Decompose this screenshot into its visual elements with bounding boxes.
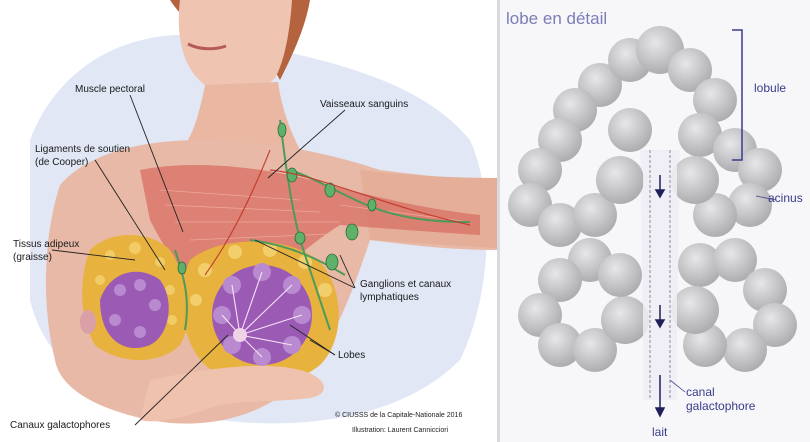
right-nipple	[233, 328, 247, 342]
label-acinus: acinus	[768, 191, 803, 205]
label-tissus-adipeux-line2: (graisse)	[13, 252, 52, 263]
label-vaisseaux-sanguins: Vaisseaux sanguins	[320, 99, 408, 110]
anatomy-illustration: Muscle pectoral Vaisseaux sanguins Ligam…	[0, 0, 497, 442]
label-canal-line2: galactophore	[686, 399, 756, 413]
label-ganglions-line2: lymphatiques	[360, 292, 419, 303]
lobe-detail-diagram: lobe en détail	[500, 0, 810, 442]
label-tissus-adipeux-line1: Tissus adipeux	[13, 239, 79, 250]
illustrator-credit: Illustration: Laurent Cannicciori	[352, 427, 449, 434]
left-nipple	[80, 310, 96, 334]
label-lobule: lobule	[754, 81, 786, 95]
anatomy-illustration-panel: Muscle pectoral Vaisseaux sanguins Ligam…	[0, 0, 497, 442]
label-ligaments-line1: Ligaments de soutien	[35, 144, 130, 155]
label-muscle-pectoral: Muscle pectoral	[75, 84, 145, 95]
label-ligaments-line2: (de Cooper)	[35, 157, 88, 168]
label-ganglions-line1: Ganglions et canaux	[360, 279, 451, 290]
label-canaux-galactophores: Canaux galactophores	[10, 420, 110, 431]
label-lobes: Lobes	[338, 350, 365, 361]
copyright-text: © CIUSSS de la Capitale-Nationale 2016	[335, 411, 462, 419]
label-canal-line1: canal	[686, 385, 715, 399]
lobe-detail-panel: lobe en détail	[500, 0, 810, 442]
lobe-detail-title: lobe en détail	[506, 9, 607, 28]
label-lait: lait	[652, 425, 668, 439]
